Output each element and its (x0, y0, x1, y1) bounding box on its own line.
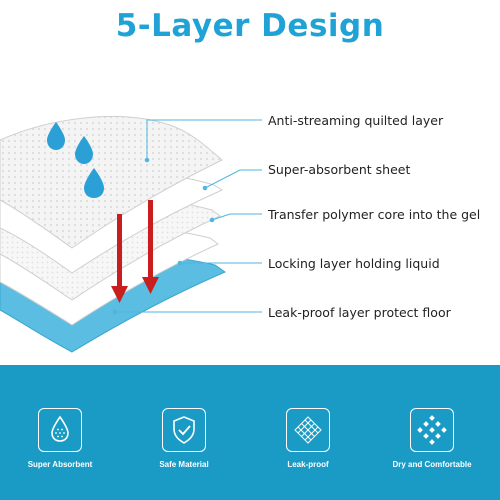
water-drop-icon (38, 408, 82, 452)
water-drop-icon (47, 122, 65, 150)
feature-band (0, 365, 500, 500)
layer-label-locking: Locking layer holding liquid (268, 256, 440, 271)
feature-label: Dry and Comfortable (392, 460, 472, 469)
feature-dry-comfortable: Dry and Comfortable (382, 408, 482, 469)
feature-safe-material: Safe Material (134, 408, 234, 469)
layer-label-super-absorbent: Super-absorbent sheet (268, 162, 411, 177)
water-drop-icon (84, 168, 104, 198)
layer-label-quilted: Anti-streaming quilted layer (268, 113, 444, 128)
layer-diagram (0, 115, 262, 353)
feature-leak-proof: Leak-proof (258, 408, 358, 469)
layer-label-leak-proof: Leak-proof layer protect floor (268, 305, 451, 320)
grid-pattern-icon (286, 408, 330, 452)
feature-super-absorbent: Super Absorbent (10, 408, 110, 469)
layer-label-transfer: Transfer polymer core into the gel (268, 207, 481, 222)
diamond-dots-icon (410, 408, 454, 452)
page-title: 5-Layer Design (115, 8, 385, 44)
leader-lines (112, 119, 262, 315)
water-drop-icon (75, 136, 93, 164)
feature-label: Leak-proof (287, 460, 329, 469)
absorption-arrows (111, 200, 159, 303)
shield-check-icon (162, 408, 206, 452)
feature-label: Super Absorbent (27, 460, 93, 469)
feature-label: Safe Material (159, 460, 209, 469)
